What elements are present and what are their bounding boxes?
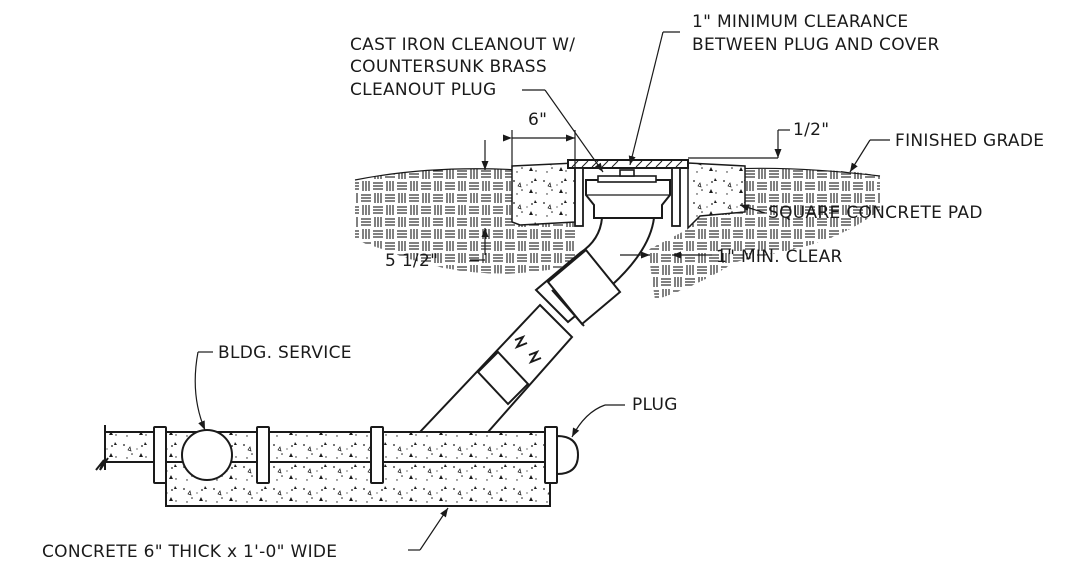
min-clear-label: 1" MIN. CLEAR [716, 247, 843, 267]
cleanout-label-line2: COUNTERSUNK BRASS [350, 57, 547, 77]
dimension-5-half-inch [470, 140, 489, 261]
cleanout-fitting [585, 169, 671, 219]
bldg-service-leader [194, 351, 213, 431]
five-half-label: 5 1/2" [385, 251, 438, 271]
dimension-half-inch [688, 129, 790, 159]
concrete-pad-left [511, 162, 576, 226]
six-inch-label: 6" [528, 110, 547, 130]
diagonal-pipe [417, 303, 574, 433]
half-inch-label: 1/2" [793, 120, 829, 140]
soil-hatch-right [648, 167, 881, 300]
pipe-couplings [153, 426, 558, 484]
riser-pipe [534, 217, 656, 327]
concrete-bed [165, 461, 551, 507]
clearance-label-line1: 1" MINIMUM CLEARANCE [692, 12, 908, 32]
clearance-label-line2: BETWEEN PLUG AND COVER [692, 35, 940, 55]
concrete-pad-right [687, 162, 746, 230]
bldg-service-opening [181, 429, 233, 481]
dimension-6-inch [503, 130, 576, 168]
square-pad-label: SQUARE CONCRETE PAD [768, 203, 983, 223]
cleanout-box [567, 159, 689, 227]
concrete-bed-label: CONCRETE 6" THICK x 1'-0" WIDE [42, 542, 337, 562]
cleanout-label-line3: CLEANOUT PLUG [350, 80, 496, 100]
plug-leader [571, 404, 625, 438]
end-plug [556, 434, 580, 476]
cleanout-label-line1: CAST IRON CLEANOUT W/ [350, 35, 575, 55]
concrete-bed-leader [408, 507, 449, 551]
plug-label: PLUG [632, 395, 678, 415]
clearance-leader [628, 31, 680, 166]
square-pad-leader [739, 204, 766, 214]
finished-grade-leader [849, 139, 890, 173]
bldg-service-label: BLDG. SERVICE [218, 343, 352, 363]
cleanout-leader [522, 89, 604, 173]
finished-grade-label: FINISHED GRADE [895, 131, 1044, 151]
